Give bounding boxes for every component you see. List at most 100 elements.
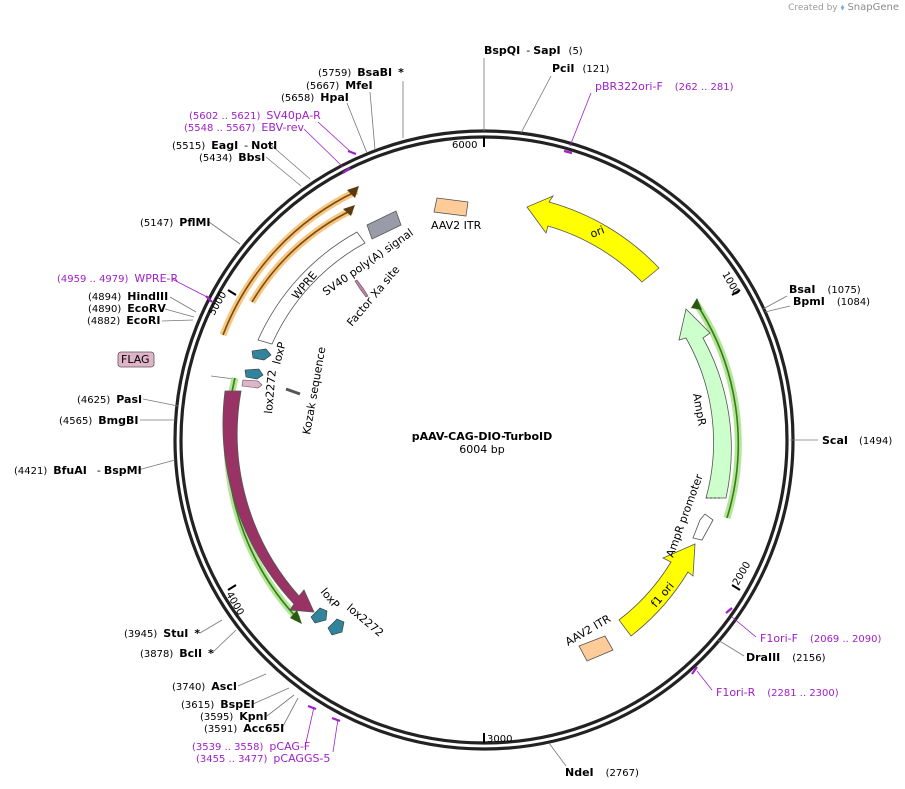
site-bfuai: BfuAI [53,464,87,477]
svg-text:(3740)AscI: (3740)AscI [172,680,237,693]
site-bbsi: BbsI [238,151,265,164]
svg-text:(5548 .. 5567)EBV-rev: (5548 .. 5567)EBV-rev [184,121,304,134]
credit-brand: SnapGene [847,2,899,13]
svg-text:(5434)BbsI: (5434)BbsI [199,151,265,164]
site-noti: NotI [251,139,277,152]
site-bsai: BsaI [789,283,815,296]
label-ampr-promoter: AmpR promoter [664,472,706,559]
plasmid-size: 6004 bp [459,443,504,456]
svg-text:(5602 .. 5621)SV40pA-R: (5602 .. 5621)SV40pA-R [189,109,321,122]
svg-text:(5147)PflMI: (5147)PflMI [140,216,211,229]
label-loxp-bottom: loxP [318,586,343,612]
site-bspmi: BspMI [104,464,142,477]
site-sapi: SapI [533,44,560,57]
feature-ampr-promoter[interactable] [692,513,714,541]
label-lox2272-top: lox2272 [262,369,279,414]
feature-loxp-bottom[interactable] [310,607,328,624]
feature-sv40-polya[interactable] [366,210,402,240]
feature-lox2272-top[interactable] [244,368,264,380]
feature-ori[interactable] [526,195,660,283]
svg-text:(3455 .. 3477)pCAGGS-5: (3455 .. 3477)pCAGGS-5 [196,752,330,765]
svg-text:PciI(121): PciI(121) [552,62,609,75]
svg-text:F1ori-F(2069 .. 2090): F1ori-F(2069 .. 2090) [760,632,881,645]
svg-text:BsaI(1075): BsaI(1075) [789,283,861,296]
primer-f1ori-f: F1ori-F [760,632,798,645]
svg-text:NdeI(2767): NdeI(2767) [565,766,639,779]
primer-marks [171,92,757,753]
site-bsabi: BsaBI [357,66,392,79]
svg-text:(5658)HpaI: (5658)HpaI [281,91,349,104]
tick-6000: 6000 [452,140,477,151]
primer-pbr322ori-f: pBR322ori-F [595,80,663,93]
feature-wpre[interactable] [257,231,366,345]
svg-text:(3595)KpnI: (3595)KpnI [200,710,268,723]
feature-ampr[interactable] [678,308,732,499]
primer-pcaggs-5: pCAGGS-5 [273,752,330,765]
feature-kozak[interactable] [285,387,301,396]
site-pcii: PciI [552,62,574,75]
highlight-arrowheads [290,186,702,624]
site-bspqi: BspQI [484,44,520,57]
snapgene-logo-icon: ⬧ [840,3,845,13]
svg-text:F1ori-R(2281 .. 2300): F1ori-R(2281 .. 2300) [716,686,839,699]
svg-text:(4890)EcoRV: (4890)EcoRV [88,302,166,315]
svg-text:(4625)PasI: (4625)PasI [77,393,142,406]
site-stui: StuI [163,627,188,640]
label-aav2-itr-top: AAV2 ITR [431,219,482,232]
tick-3000: 3000 [487,734,512,745]
feature-factor-xa[interactable] [354,279,369,298]
svg-text:(5759)BsaBI*: (5759)BsaBI* [318,66,404,79]
credit-prefix: Created by [788,3,838,13]
svg-text:ScaI(1494): ScaI(1494) [822,434,892,447]
label-kozak: Kozak sequence [300,346,328,436]
site-bcli: BclI [179,647,202,660]
site-bpmi: BpmI [793,295,825,308]
svg-text:(3878)BclI*: (3878)BclI* [140,647,214,660]
primer-f1ori-r: F1ori-R [716,686,756,699]
svg-text:(4959 .. 4979)WPRE-R: (4959 .. 4979)WPRE-R [57,272,178,285]
site-draiii: DraIII [746,651,780,664]
site-pflmi: PflMI [179,216,210,229]
site-mfei: MfeI [345,79,372,92]
svg-text:DraIII(2156): DraIII(2156) [746,651,826,664]
site-hpai: HpaI [320,91,349,104]
label-flag: FLAG [121,353,150,366]
svg-text:(3539 .. 3558)pCAG-F: (3539 .. 3558)pCAG-F [192,740,310,753]
svg-text:(4421)BfuAI-BspMI: (4421)BfuAI-BspMI [14,464,142,477]
site-kpni: KpnI [239,710,267,723]
svg-text:pBR322ori-F(262 .. 281): pBR322ori-F(262 .. 281) [595,80,734,93]
site-hindiii: HindIII [127,290,168,303]
label-loxp-top: loxP [270,340,288,366]
svg-text:(3615)BspEI: (3615)BspEI [181,698,255,711]
plasmid-name: pAAV-CAG-DIO-TurboID [412,430,553,443]
site-eagi: EagI [211,139,238,152]
svg-text:(4565)BmgBI: (4565)BmgBI [59,414,138,427]
site-pasi: PasI [116,393,142,406]
svg-text:(4882)EcoRI: (4882)EcoRI [87,314,160,327]
site-ndei: NdeI [565,766,594,779]
site-bspei: BspEI [220,698,254,711]
primer-ebv-rev: EBV-rev [261,121,304,134]
feature-aav2-itr-top[interactable] [433,197,469,217]
primer-sv40pa-r: SV40pA-R [266,109,321,122]
site-scai: ScaI [822,434,848,447]
svg-text:(5515)EagI-NotI: (5515)EagI-NotI [172,139,277,152]
feature-flag[interactable] [241,379,263,389]
site-ecori: EcoRI [126,314,160,327]
site-bmgbi: BmgBI [98,414,138,427]
feature-aav2-itr-bottom[interactable] [578,635,614,662]
feature-turboid[interactable] [222,390,315,613]
primer-wpre-r: WPRE-R [134,272,178,285]
feature-lox2272-bottom[interactable] [327,618,345,636]
site-leader-lines [137,58,818,767]
label-ori: ori [588,223,606,240]
svg-text:(5667)MfeI: (5667)MfeI [306,79,373,92]
tick-marks [227,137,741,743]
snapgene-credit: Created by ⬧ SnapGene [788,2,899,13]
svg-text:(3945)StuI*: (3945)StuI* [124,627,200,640]
site-asci: AscI [211,680,237,693]
svg-text:BpmI(1084): BpmI(1084) [793,295,870,308]
feature-f1-ori[interactable] [618,543,696,637]
feature-loxp-top[interactable] [251,348,272,361]
